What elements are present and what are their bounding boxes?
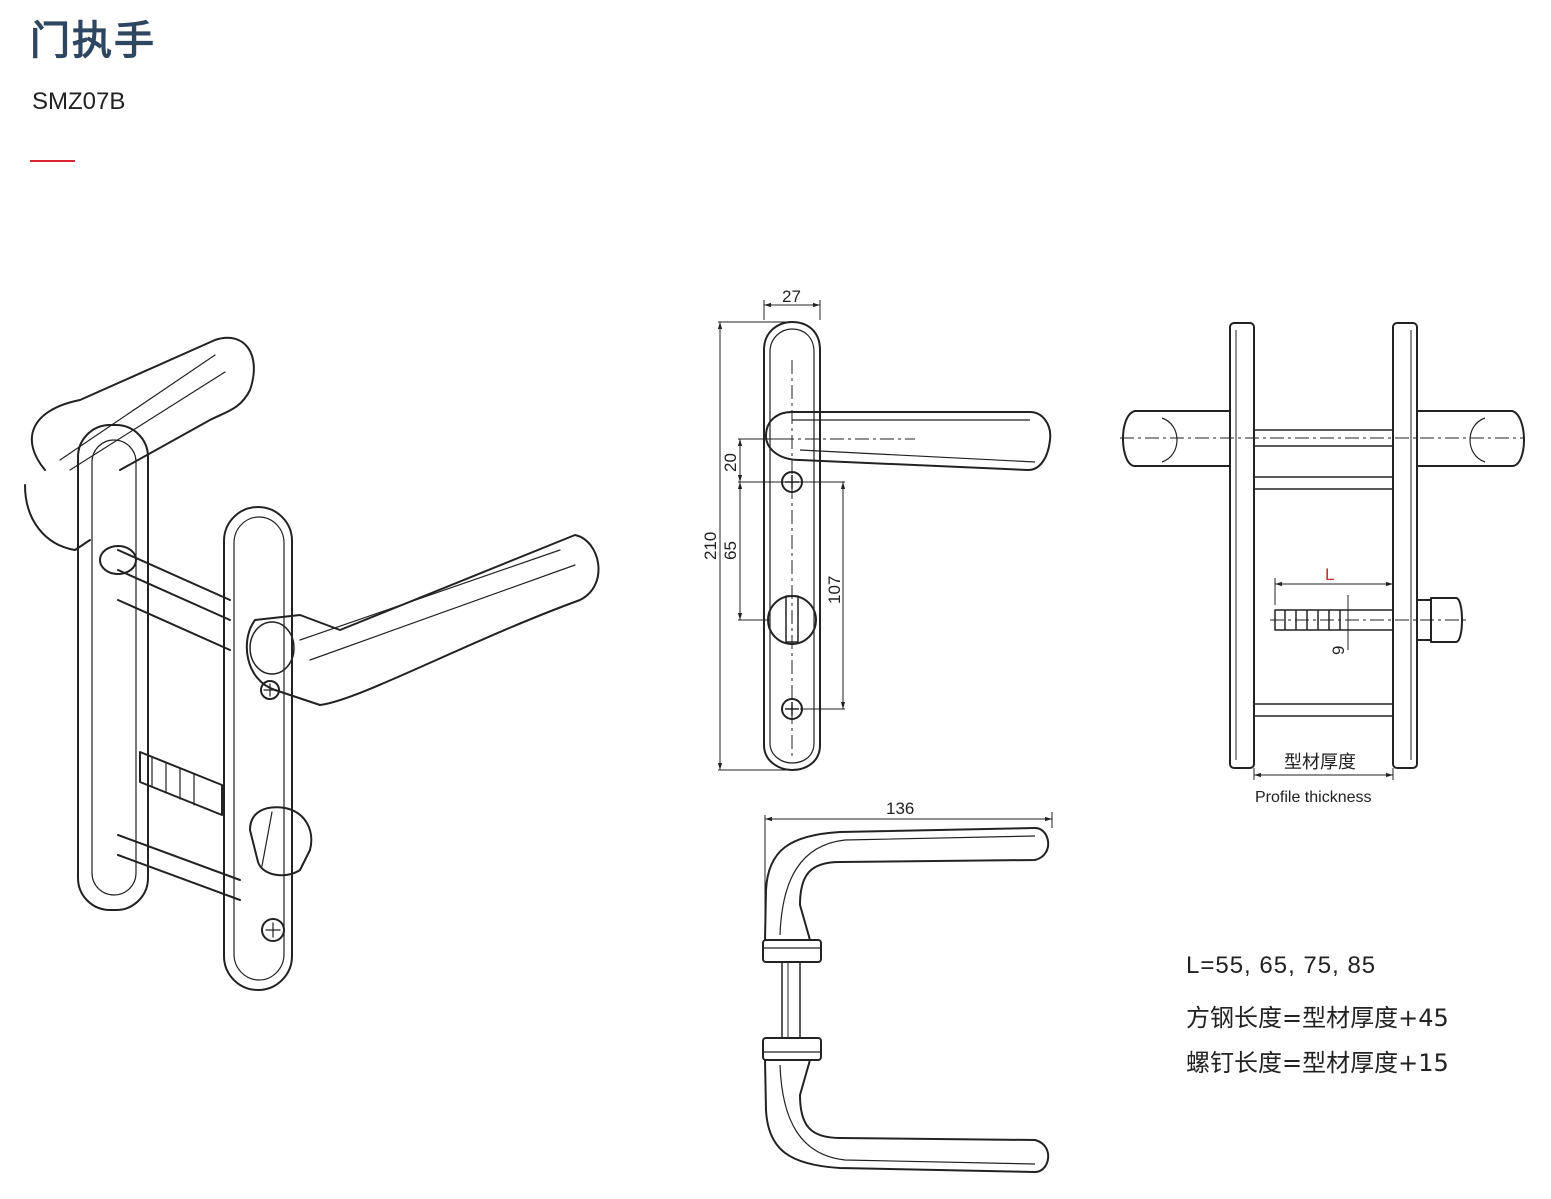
accent-divider <box>30 160 75 162</box>
profile-label-en: Profile thickness <box>1255 789 1372 806</box>
dim-spindle-length: L <box>1325 565 1334 584</box>
dim-screw-to-cylinder: 65 <box>721 541 740 560</box>
isometric-view <box>24 337 600 991</box>
spindle-formula-note: 方钢长度=型材厚度+45 <box>1186 1004 1449 1032</box>
top-view <box>762 812 1053 1173</box>
l-values-note: L=55, 65, 75, 85 <box>1186 952 1377 979</box>
dim-handle-offset: 20 <box>721 453 740 472</box>
dim-handle-length: 136 <box>886 799 914 818</box>
front-view <box>717 300 1052 771</box>
screw-formula-note: 螺钉长度=型材厚度+15 <box>1186 1049 1449 1077</box>
dim-screw-spacing: 107 <box>825 576 844 604</box>
spec-notes: L=55, 65, 75, 85 方钢长度=型材厚度+45 螺钉长度=型材厚度+… <box>1186 952 1449 1088</box>
dim-total-height: 210 <box>701 532 720 560</box>
dim-spindle-size: 9 <box>1329 646 1348 655</box>
profile-label-cn: 型材厚度 <box>1284 752 1356 773</box>
side-view <box>1120 322 1525 780</box>
model-number: SMZ07B <box>32 88 126 115</box>
dim-plate-width: 27 <box>782 287 801 306</box>
page-title: 门执手 <box>30 18 156 64</box>
